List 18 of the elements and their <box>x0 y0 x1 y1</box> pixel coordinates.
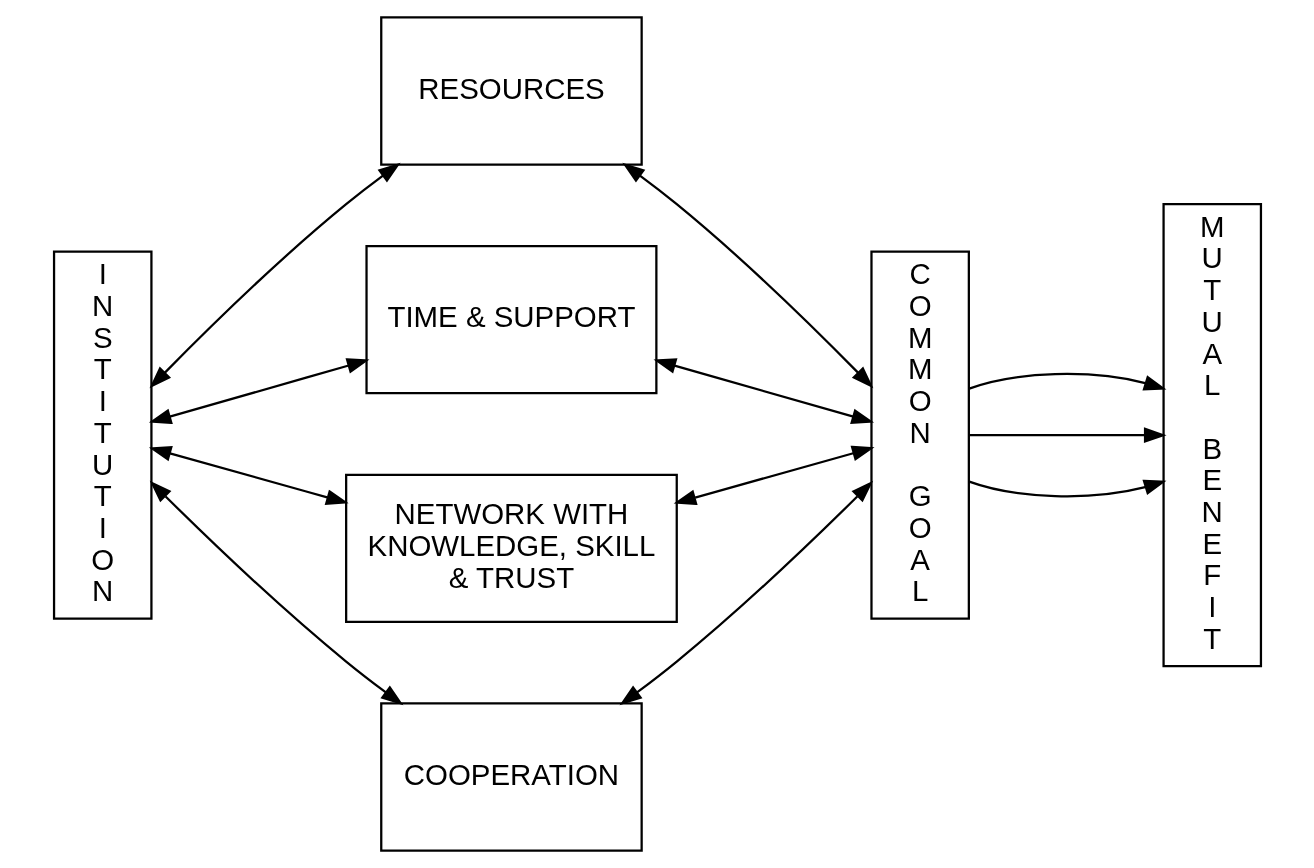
arrow <box>148 358 369 424</box>
node-box: NETWORK WITH KNOWLEDGE, SKILL & TRUST <box>344 473 678 624</box>
arrow <box>619 480 873 706</box>
arrow <box>673 445 875 506</box>
arrow <box>621 162 873 389</box>
node-box: INSTITUTION <box>52 250 153 620</box>
node-box: COMMON GOAL <box>869 250 970 620</box>
node-box: TIME & SUPPORT <box>364 244 657 395</box>
arrow <box>149 480 403 706</box>
node-box: COOPERATION <box>379 702 643 852</box>
node-box: MUTUAL BENEFIT <box>1161 203 1262 668</box>
arrow <box>968 427 1167 444</box>
arrow <box>968 479 1166 498</box>
arrow <box>149 162 401 389</box>
node-box: RESOURCES <box>379 16 643 166</box>
arrow <box>653 358 874 424</box>
arrow <box>968 372 1166 391</box>
arrow <box>148 445 349 505</box>
